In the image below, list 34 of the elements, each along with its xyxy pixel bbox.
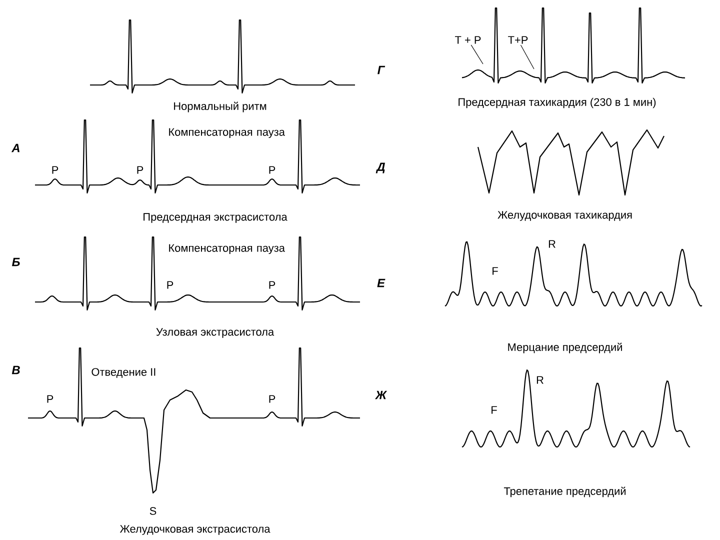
caption: Нормальный ритм [174,102,266,112]
wave-label: F [492,406,497,414]
caption: Предсердная тахикардия (230 в 1 мин) [458,98,656,108]
annotation-text: Компенсаторная пауза [169,128,285,138]
panel-letter: Ж [374,390,388,400]
caption: Трепетание предсердий [504,486,626,498]
panel-letter: Д [376,162,386,174]
wave-label: P [137,166,144,174]
caption: Предсердная экстрасистола [144,213,288,223]
caption: Желудочковая экстрасистола [120,525,270,535]
panel-letter: Б [12,258,20,266]
caption: Желудочковая тахикардия [498,211,632,221]
annotation-text: Компенсаторная пауза [169,244,285,254]
wave-label: P [52,166,58,174]
caption: Отведение II [92,368,156,378]
panel-letter: А [11,144,20,152]
wave-label: P [269,166,276,174]
wave-label: P [269,281,276,289]
leader-line [520,44,534,70]
wave-label: R [536,376,544,384]
annotation-text: T+P [508,36,528,44]
wave-label: R [548,240,556,248]
caption: Узловая экстрасистола [156,328,274,338]
panel-letter: В [12,366,20,374]
wave-label: S [150,507,156,515]
caption: Мерцание предсердий [508,342,622,354]
wave-label: P [269,395,276,403]
wave-label: P [47,395,54,403]
leader-line [470,44,484,64]
annotation-text: T + P [455,36,481,44]
panel-letter: Е [377,278,386,288]
wave-label: P [167,281,174,289]
wave-label: F [492,267,498,275]
panel-letter: Г [378,66,386,74]
